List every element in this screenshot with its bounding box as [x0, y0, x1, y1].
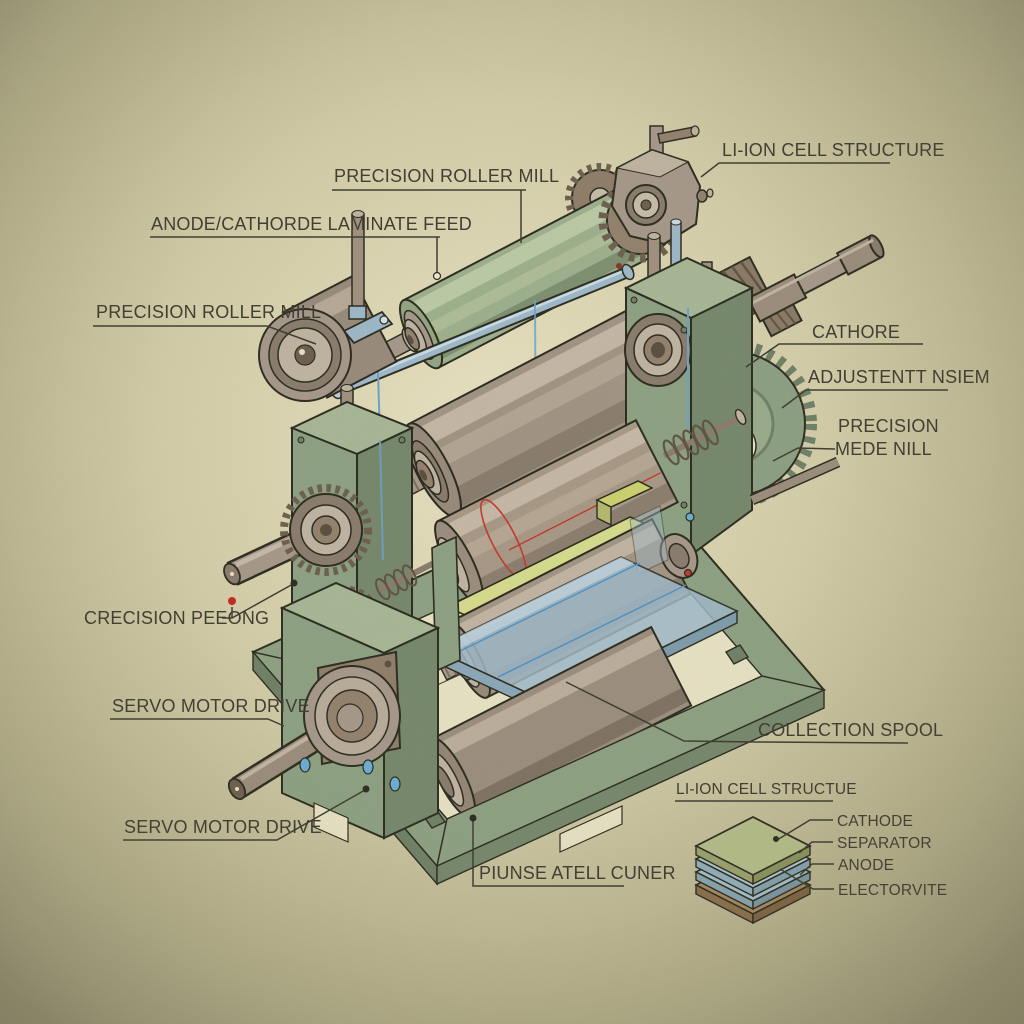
label-precision-mede-line1: PRECISION [838, 416, 939, 436]
label-layer-separator: SEPARATOR [837, 835, 932, 852]
label-crecision-peeong: CRECISION PEEONG [84, 608, 269, 628]
label-adjustentt-nsiem: ADJUSTENTT NSIEM [808, 367, 990, 387]
dot-piunse [469, 814, 477, 822]
dot-feed-target [432, 271, 442, 281]
blue-bolt-2 [362, 759, 374, 775]
blue-bolt-1 [299, 757, 311, 773]
label-piunse-atell-cuner: PIUNSE ATELL CUNER [479, 863, 676, 883]
red-marker-dot [616, 263, 622, 269]
label-precision-roller-mill-left: PRECISION ROLLER MILL [96, 302, 321, 322]
blue-bolt-dot [685, 512, 695, 522]
dot-servo-lower [362, 785, 370, 793]
dot-crecision-end [290, 579, 298, 587]
label-precision-roller-mill-top: PRECISION ROLLER MILL [334, 166, 559, 186]
blue-bolt-3 [389, 776, 401, 792]
label-cell-structure-title: LI-ION CELL STRUCTUE [676, 781, 857, 798]
dot-cathode [773, 836, 779, 842]
dot-crecision-red [228, 597, 236, 605]
label-anode-cathode-feed: ANODE/CATHORDE LAMINATE FEED [151, 214, 472, 234]
label-collection-spool: COLLECTION SPOOL [758, 720, 943, 740]
label-layer-cathode: CATHODE [837, 813, 913, 830]
label-layer-electorvite: ELECTORVITE [838, 882, 947, 899]
label-precision-mede-line2: MEDE NILL [835, 439, 932, 459]
label-servo-motor-drive-upper: SERVO MOTOR DRIVE [112, 696, 310, 716]
label-li-ion-cell-structure-callout: LI-ION CELL STRUCTURE [722, 140, 945, 160]
label-layer-anode: ANODE [838, 857, 894, 874]
red-bolt-dot [683, 568, 693, 578]
label-servo-motor-drive-lower: SERVO MOTOR DRIVE [124, 817, 322, 837]
label-cathore: CATHORE [812, 322, 900, 342]
